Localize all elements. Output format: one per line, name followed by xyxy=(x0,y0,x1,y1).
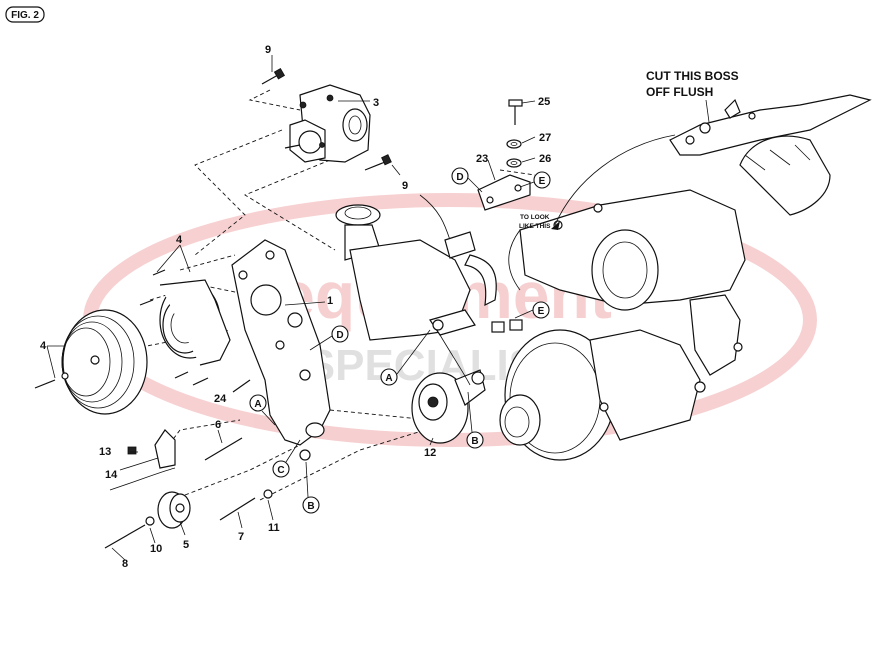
part-label-14: 14 xyxy=(105,469,118,481)
ref-marker-e-top: E xyxy=(533,171,551,189)
oil-reservoir xyxy=(335,194,497,341)
boss-detail xyxy=(669,94,872,216)
washer-27 xyxy=(506,139,522,149)
svg-text:E: E xyxy=(539,176,546,187)
large-pulley xyxy=(34,309,148,415)
part-label-4-top: 4 xyxy=(176,234,183,246)
alternator xyxy=(499,329,701,461)
mounting-bracket xyxy=(231,239,331,461)
idler-pulley xyxy=(157,491,191,529)
part-label-3: 3 xyxy=(373,97,379,109)
ref-marker-d-top: D xyxy=(451,167,469,185)
part-label-13: 13 xyxy=(99,446,111,458)
note-look-like-line2: LIKE THIS xyxy=(519,223,551,230)
ref-marker-a-left: A xyxy=(249,394,267,412)
part-labels: 9 3 9 4 1 4 24 6 13 14 12 11 7 5 10 8 25… xyxy=(40,44,551,570)
pulley-hub xyxy=(139,269,231,366)
part-label-12: 12 xyxy=(424,447,436,459)
part-label-1: 1 xyxy=(327,295,333,307)
tensioner xyxy=(411,369,486,444)
part-label-24: 24 xyxy=(214,393,227,405)
engine-block xyxy=(508,189,746,412)
ref-marker-c: C xyxy=(272,460,290,478)
bolt-9-lower xyxy=(364,154,392,171)
ref-marker-d-mid: D xyxy=(331,325,349,343)
bracket-23 xyxy=(477,174,531,211)
ref-markers: D E E D A A B C xyxy=(249,167,551,514)
svg-text:B: B xyxy=(471,436,478,447)
washer-26 xyxy=(506,158,522,168)
svg-text:D: D xyxy=(336,330,343,341)
part-label-4-left: 4 xyxy=(40,340,47,352)
part-label-8: 8 xyxy=(122,558,128,570)
leader-lines xyxy=(46,55,536,561)
part-label-9-top: 9 xyxy=(265,44,271,56)
hydraulic-pump xyxy=(284,84,371,163)
part-label-5: 5 xyxy=(183,539,189,551)
svg-text:A: A xyxy=(254,399,261,410)
figure-label: FIG. 2 xyxy=(5,6,45,23)
note-look-like-line1: TO LOOK xyxy=(520,214,550,221)
part-label-25: 25 xyxy=(538,96,550,108)
part-label-7: 7 xyxy=(238,531,244,543)
part-label-23: 23 xyxy=(476,153,488,165)
part-label-11: 11 xyxy=(268,522,280,534)
ref-marker-b-left: B xyxy=(302,496,320,514)
svg-text:D: D xyxy=(456,172,463,183)
part-label-26: 26 xyxy=(539,153,551,165)
note-cut-boss-line1: CUT THIS BOSS xyxy=(646,69,739,83)
small-bolts xyxy=(104,371,273,549)
notes: CUT THIS BOSS OFF FLUSH TO LOOK LIKE THI… xyxy=(519,69,739,230)
svg-text:C: C xyxy=(277,465,284,476)
leader-arrow xyxy=(551,134,676,230)
bolt-9-upper xyxy=(261,67,286,85)
part-label-9-bottom: 9 xyxy=(402,180,408,192)
note-cut-boss-line2: OFF FLUSH xyxy=(646,85,713,99)
part-label-10: 10 xyxy=(150,543,162,555)
bolt-25 xyxy=(508,99,523,125)
part-label-6: 6 xyxy=(215,419,221,431)
ref-marker-e-mid: E xyxy=(532,301,550,319)
part-label-27: 27 xyxy=(539,132,551,144)
ref-marker-b-right: B xyxy=(466,431,484,449)
figure-label-text: FIG. 2 xyxy=(11,10,39,21)
svg-text:E: E xyxy=(538,306,545,317)
ref-marker-a-right: A xyxy=(380,368,398,386)
clip-bracket xyxy=(109,429,176,491)
marker-leaders xyxy=(261,177,535,498)
svg-text:B: B xyxy=(307,501,314,512)
hose-fittings xyxy=(429,309,523,386)
svg-text:A: A xyxy=(385,373,392,384)
